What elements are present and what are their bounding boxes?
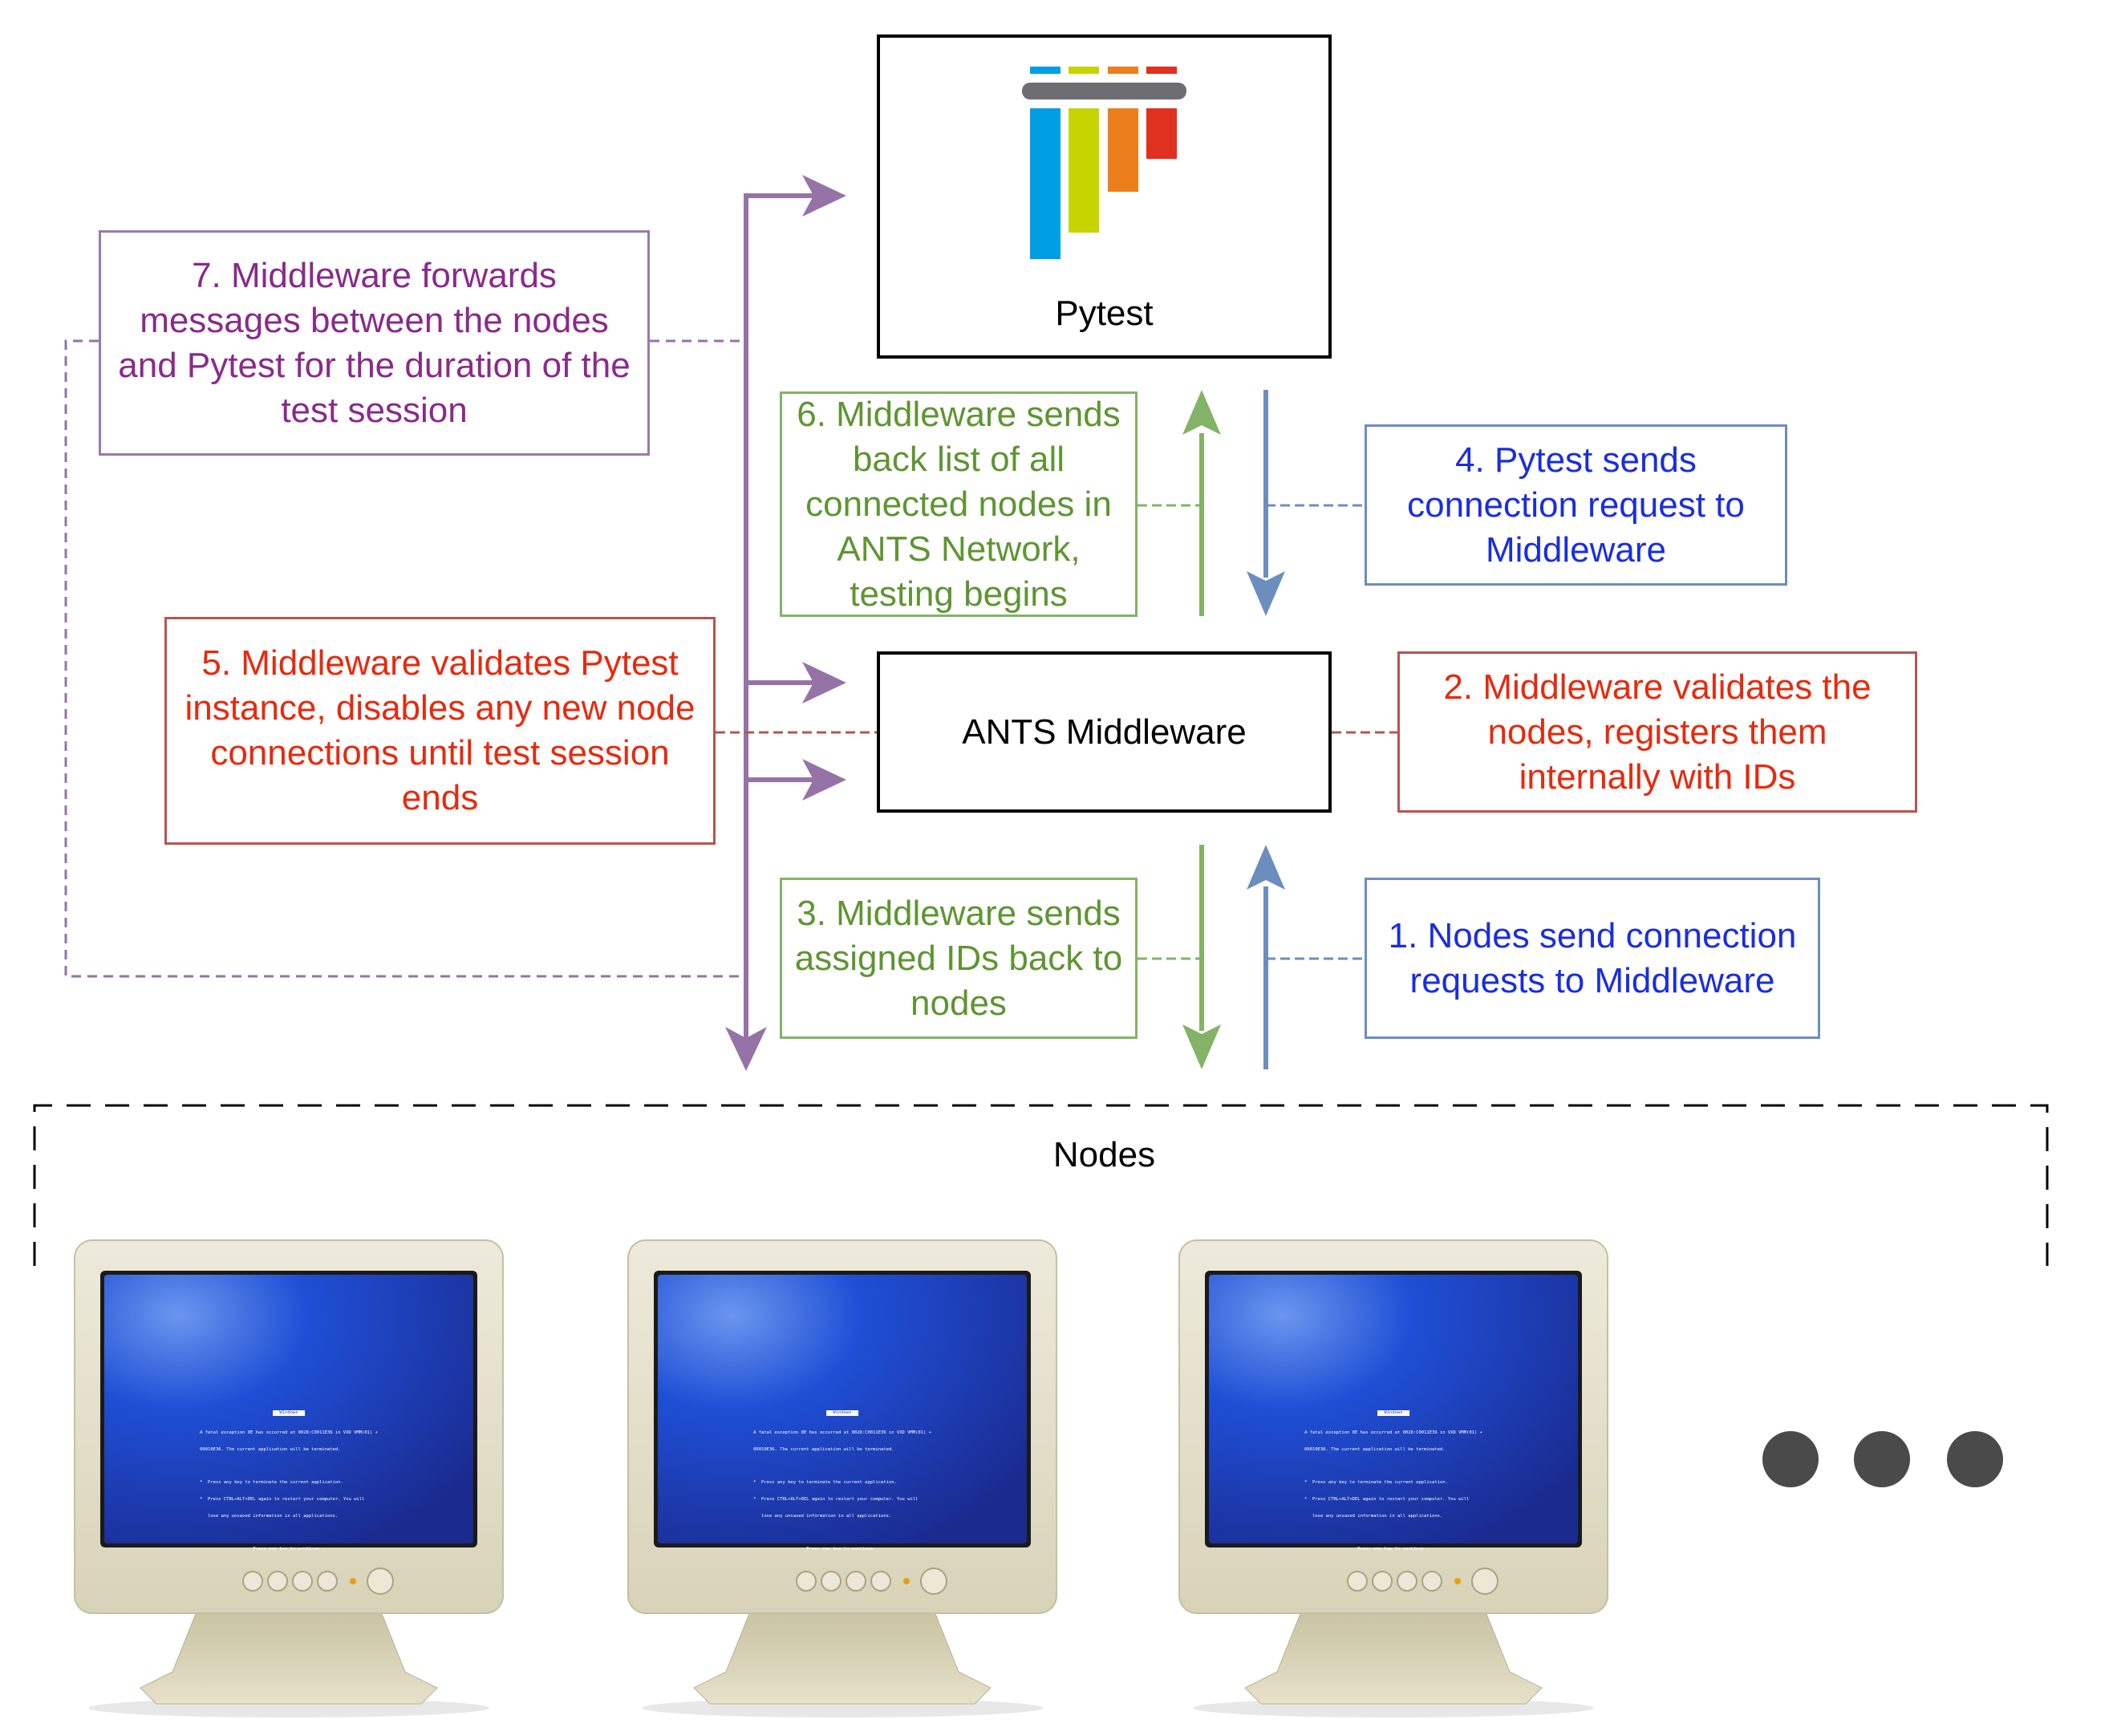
step-5-text: 5. Middleware validates Pytest instance,…	[185, 643, 696, 817]
purple-arrowhead-mw-upper	[802, 662, 846, 704]
step-7-box: 7. Middleware forwards messages between …	[99, 230, 650, 456]
step-5-box: 5. Middleware validates Pytest instance,…	[164, 617, 716, 845]
bsod-screen-text: Windows A fatal exception 0E has occurre…	[753, 1410, 931, 1551]
middleware-label: ANTS Middleware	[962, 712, 1247, 752]
bsod-screen-text: Windows A fatal exception 0E has occurre…	[1304, 1410, 1482, 1551]
step-4-text: 4. Pytest sends connection request to Mi…	[1407, 440, 1745, 570]
step-6-box: 6. Middleware sends back list of all con…	[780, 391, 1138, 617]
purple-arrowhead-pytest	[802, 175, 846, 217]
pytest-box[interactable]: Pytest	[877, 34, 1332, 359]
bsod-screen-text: Windows A fatal exception 0E has occurre…	[200, 1410, 378, 1551]
step-7-text: 7. Middleware forwards messages between …	[118, 255, 631, 430]
purple-arrowhead-mw-lower	[802, 759, 846, 801]
crt-monitor-icon	[74, 1239, 504, 1718]
more-nodes-dot-2	[1854, 1431, 1910, 1487]
crt-monitor-icon	[1178, 1239, 1608, 1718]
more-nodes-dot-1	[1762, 1431, 1819, 1487]
step-3-box: 3. Middleware sends assigned IDs back to…	[780, 878, 1138, 1039]
step-1-text: 1. Nodes send connection requests to Mid…	[1388, 915, 1797, 1000]
pytest-label: Pytest	[1055, 294, 1154, 333]
step-3-text: 3. Middleware sends assigned IDs back to…	[794, 893, 1123, 1023]
more-nodes-dot-3	[1947, 1431, 2003, 1487]
node-monitor-1[interactable]: Windows A fatal exception 0E has occurre…	[68, 1239, 509, 1720]
step-2-text: 2. Middleware validates the nodes, regis…	[1443, 667, 1872, 797]
step-4-box: 4. Pytest sends connection request to Mi…	[1365, 424, 1787, 586]
step-1-box: 1. Nodes send connection requests to Mid…	[1365, 878, 1820, 1039]
step-6-text: 6. Middleware sends back list of all con…	[797, 394, 1121, 614]
node-monitor-3[interactable]: Windows A fatal exception 0E has occurre…	[1173, 1239, 1614, 1720]
nodes-group-label: Nodes	[1052, 1135, 1156, 1174]
crt-monitor-icon	[627, 1239, 1057, 1718]
step-2-box: 2. Middleware validates the nodes, regis…	[1397, 651, 1917, 813]
node-monitor-2[interactable]: Windows A fatal exception 0E has occurre…	[622, 1239, 1063, 1720]
pytest-logo-icon	[1022, 67, 1186, 259]
nodes-group-frame	[33, 1104, 2049, 1266]
purple-arrowhead-nodes	[725, 1027, 767, 1071]
step7-dashed-link	[64, 339, 746, 978]
middleware-box[interactable]: ANTS Middleware	[877, 651, 1332, 813]
